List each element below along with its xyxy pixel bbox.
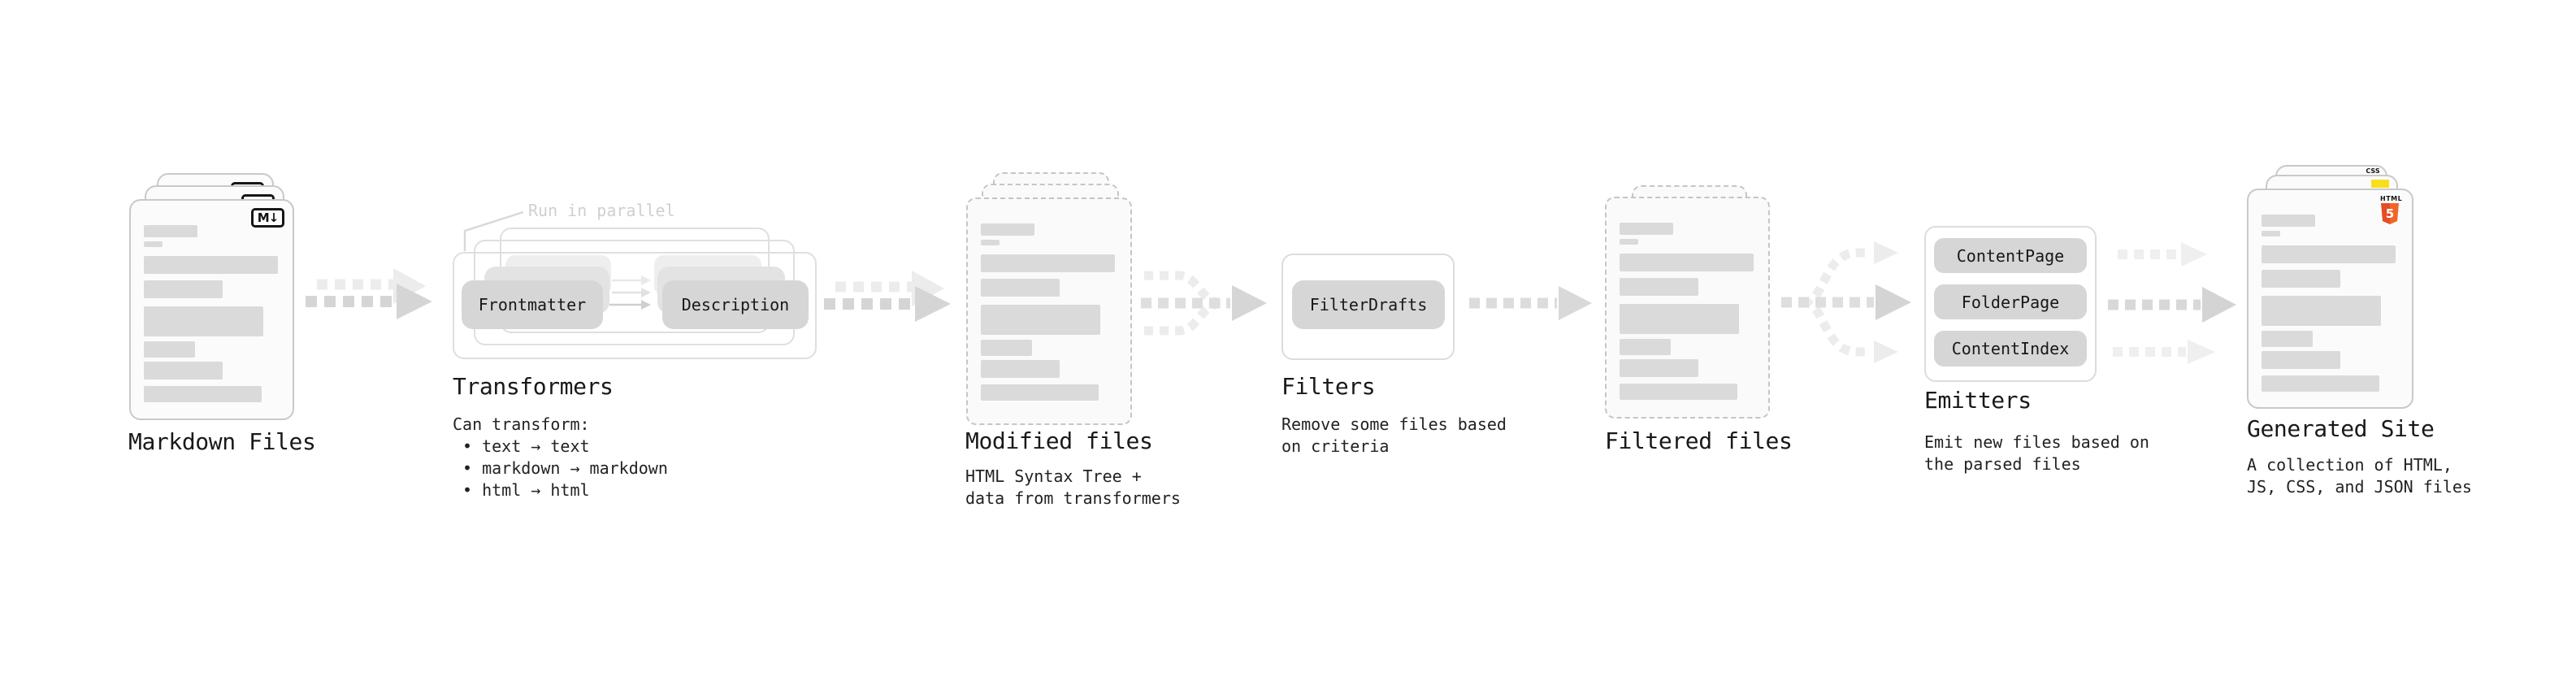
doc-line — [144, 225, 197, 237]
transformer-chip-frontmatter: Frontmatter — [462, 280, 603, 329]
doc-line — [2262, 215, 2315, 227]
doc-line — [981, 340, 1032, 356]
doc-line — [1620, 254, 1754, 271]
transformers-label: Transformers — [453, 373, 614, 400]
html5-icon-label: HTML — [2380, 195, 2403, 202]
generated-site-desc: A collection of HTML, JS, CSS, and JSON … — [2247, 455, 2472, 497]
emitter-chip-folderpage: FolderPage — [1934, 284, 2087, 319]
filter-chip-filterdrafts: FilterDrafts — [1292, 280, 1445, 329]
transformer-chip-description: Description — [662, 280, 809, 329]
doc-line — [144, 241, 163, 247]
markdown-files-label: Markdown Files — [128, 428, 316, 455]
flow-arrow-emitter-bottom-icon — [2113, 340, 2215, 364]
generated-site-label: Generated Site — [2247, 415, 2435, 442]
doc-line — [981, 305, 1100, 335]
css-icon-label: CSS — [2366, 167, 2380, 175]
filtered-files-label: Filtered files — [1605, 427, 1793, 454]
transformer-box — [453, 252, 817, 359]
run-in-parallel-label: Run in parallel — [528, 201, 675, 220]
bullet-item: • text → text — [462, 436, 590, 456]
doc-line — [981, 240, 1000, 245]
chip-arrow-icon — [612, 275, 651, 285]
modified-files-label: Modified files — [965, 427, 1153, 454]
doc-line — [144, 280, 223, 298]
emitter-chip-contentindex: ContentIndex — [1934, 331, 2087, 367]
markdown-icon: M↓ — [251, 208, 284, 228]
flow-arrow-markdown-to-transformers-icon — [306, 268, 432, 319]
doc-line — [144, 386, 262, 402]
doc-line — [1620, 278, 1698, 296]
doc-line — [2262, 270, 2340, 288]
transformers-bullet-list: • text → text • markdown → markdown • ht… — [453, 436, 668, 501]
doc-line — [1620, 304, 1739, 334]
flow-arrow-filtered-to-emitters-icon — [1781, 241, 1911, 363]
doc-line — [981, 254, 1115, 272]
doc-line — [2262, 375, 2379, 392]
doc-line — [2262, 296, 2381, 326]
doc-line — [981, 360, 1060, 378]
doc-line — [981, 384, 1099, 401]
modified-file-card — [966, 197, 1132, 425]
doc-line — [2262, 231, 2280, 236]
transformers-desc-intro: Can transform: — [453, 414, 590, 434]
flow-arrow-modified-to-filters-icon — [1141, 271, 1267, 336]
emitters-desc: Emit new files based on the parsed files — [1924, 432, 2149, 474]
doc-line — [144, 362, 223, 380]
html5-icon: HTML 5 — [2380, 195, 2403, 224]
doc-line — [981, 223, 1034, 236]
doc-line — [2262, 351, 2340, 369]
doc-line — [1620, 384, 1737, 400]
doc-line — [2262, 331, 2313, 347]
filters-box — [1281, 254, 1455, 360]
filters-label: Filters — [1281, 373, 1376, 400]
doc-line — [1620, 239, 1638, 245]
doc-line — [2262, 245, 2396, 263]
generated-file-card-html: HTML 5 — [2247, 189, 2413, 409]
doc-line — [144, 306, 263, 336]
html5-icon-shield: 5 — [2381, 203, 2399, 224]
emitters-label: Emitters — [1924, 387, 2032, 414]
chip-arrow-icon — [609, 300, 651, 310]
doc-line — [1620, 223, 1673, 235]
bullet-item: • markdown → markdown — [462, 458, 668, 478]
doc-line — [1620, 359, 1698, 377]
run-in-parallel-connector-icon — [463, 210, 524, 251]
flow-arrow-emitter-middle-icon — [2108, 287, 2236, 323]
emitter-chip-contentpage: ContentPage — [1934, 238, 2087, 273]
modified-files-desc: HTML Syntax Tree + data from transformer… — [965, 466, 1181, 508]
chip-arrow-icon — [612, 288, 651, 297]
doc-line — [144, 256, 278, 274]
filtered-file-card — [1605, 197, 1770, 419]
filters-desc: Remove some files based on criteria — [1281, 414, 1507, 456]
flow-arrow-filters-to-filtered-icon — [1469, 286, 1592, 320]
flow-arrow-transformers-to-modified-icon — [824, 271, 951, 322]
emitters-box — [1924, 226, 2097, 382]
doc-line — [981, 279, 1060, 297]
flow-arrow-emitter-top-icon — [2118, 242, 2207, 267]
doc-line — [144, 341, 195, 358]
bullet-item: • html → html — [462, 480, 590, 500]
html5-icon-number: 5 — [2385, 206, 2395, 221]
markdown-file-card: M↓ — [129, 199, 294, 420]
doc-line — [1620, 339, 1671, 355]
js-icon — [2371, 180, 2389, 188]
